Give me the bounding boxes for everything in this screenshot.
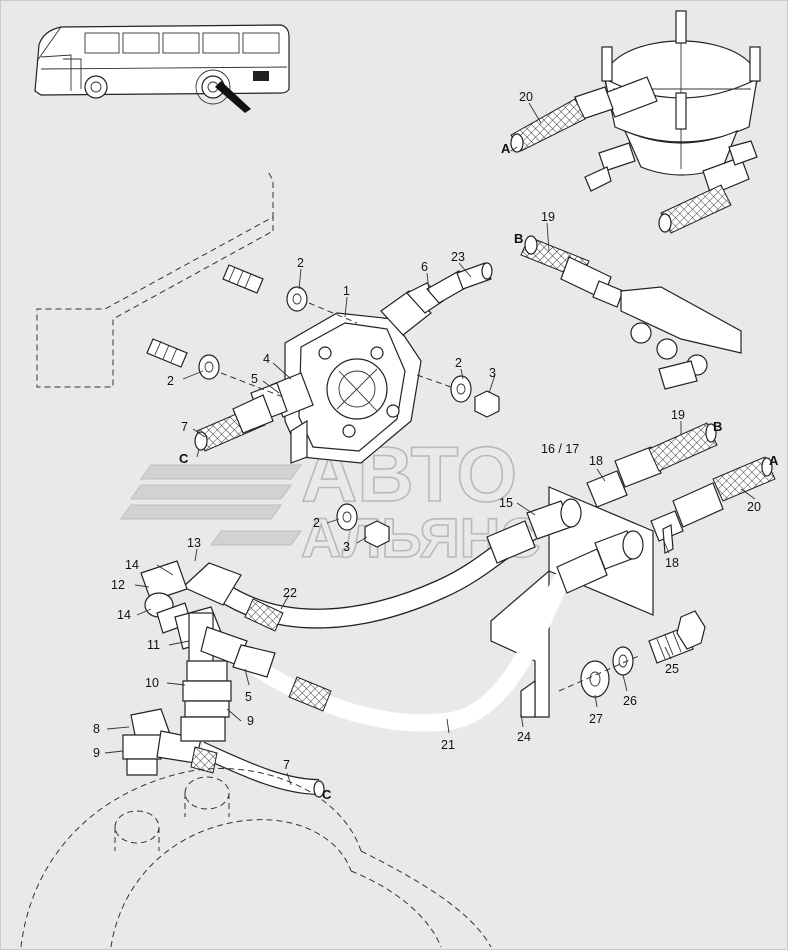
callout-26: 26: [623, 694, 637, 708]
connection-letters: A B C B A C: [179, 141, 779, 802]
connection-letter-b-right: B: [713, 419, 722, 434]
callout-23: 23: [451, 250, 465, 264]
leader-lines: [104, 102, 756, 786]
part-callouts: 20 19 2 6 23 1 4 5 2 2 3 7 19 16 / 17 18…: [93, 90, 761, 772]
callout-7-b: 7: [283, 758, 290, 772]
callout-2-d: 2: [313, 516, 320, 530]
callout-2-c: 2: [455, 356, 462, 370]
callout-4: 4: [263, 352, 270, 366]
callout-5-a: 5: [251, 372, 258, 386]
hose-21: [233, 547, 606, 732]
callout-3-b: 3: [343, 540, 350, 554]
connection-letter-c-upper: C: [179, 451, 189, 466]
callout-2-b: 2: [167, 374, 174, 388]
callout-5-b: 5: [245, 690, 252, 704]
reference-valve-assembly: [510, 10, 761, 234]
bus-locator-illustration: [34, 24, 290, 113]
callout-27: 27: [589, 712, 603, 726]
callout-14-b: 14: [117, 608, 131, 622]
callout-8: 8: [93, 722, 100, 736]
hose-7-upper: [194, 394, 274, 452]
callout-10: 10: [145, 676, 159, 690]
air-tank-outline: [20, 768, 492, 948]
callout-1: 1: [343, 284, 350, 298]
callout-19-top: 19: [541, 210, 555, 224]
washers-and-nuts-right: [336, 374, 500, 548]
fittings-15: [486, 498, 644, 594]
callout-16-17: 16 / 17: [541, 442, 579, 456]
hose-7-lower: [190, 741, 325, 798]
connection-letter-c-lower: C: [322, 787, 332, 802]
connection-letter-b-top: B: [514, 231, 523, 246]
callout-13: 13: [187, 536, 201, 550]
callout-18-b: 18: [665, 556, 679, 570]
callout-2-a: 2: [297, 256, 304, 270]
callout-3-a: 3: [489, 366, 496, 380]
callout-22: 22: [283, 586, 297, 600]
callout-7-a: 7: [181, 420, 188, 434]
hoses-19-20-lower: [586, 422, 776, 554]
callout-11: 11: [147, 638, 160, 652]
callout-20-top: 20: [519, 90, 533, 104]
callout-9-a: 9: [247, 714, 254, 728]
callout-14-a: 14: [125, 558, 139, 572]
callout-19-lower: 19: [671, 408, 685, 422]
callout-18-a: 18: [589, 454, 603, 468]
frame-outline: [36, 172, 274, 388]
hose-19-upper: [520, 235, 742, 390]
callout-15: 15: [499, 496, 513, 510]
bolt-and-washers: [558, 610, 706, 698]
connection-letter-a-right: A: [769, 453, 779, 468]
callout-6: 6: [421, 260, 428, 274]
watermark-stripes: [120, 464, 302, 546]
callout-21: 21: [441, 738, 455, 752]
brake-valve-1: [250, 262, 493, 464]
callout-24: 24: [517, 730, 531, 744]
callout-20-lower: 20: [747, 500, 761, 514]
connection-letter-a-top: A: [501, 141, 511, 156]
fitting-stack-lower-left: [122, 560, 276, 776]
callout-9-b: 9: [93, 746, 100, 760]
studs-and-washers-upper: [146, 264, 358, 398]
callout-25: 25: [665, 662, 679, 676]
callout-12: 12: [111, 578, 125, 592]
